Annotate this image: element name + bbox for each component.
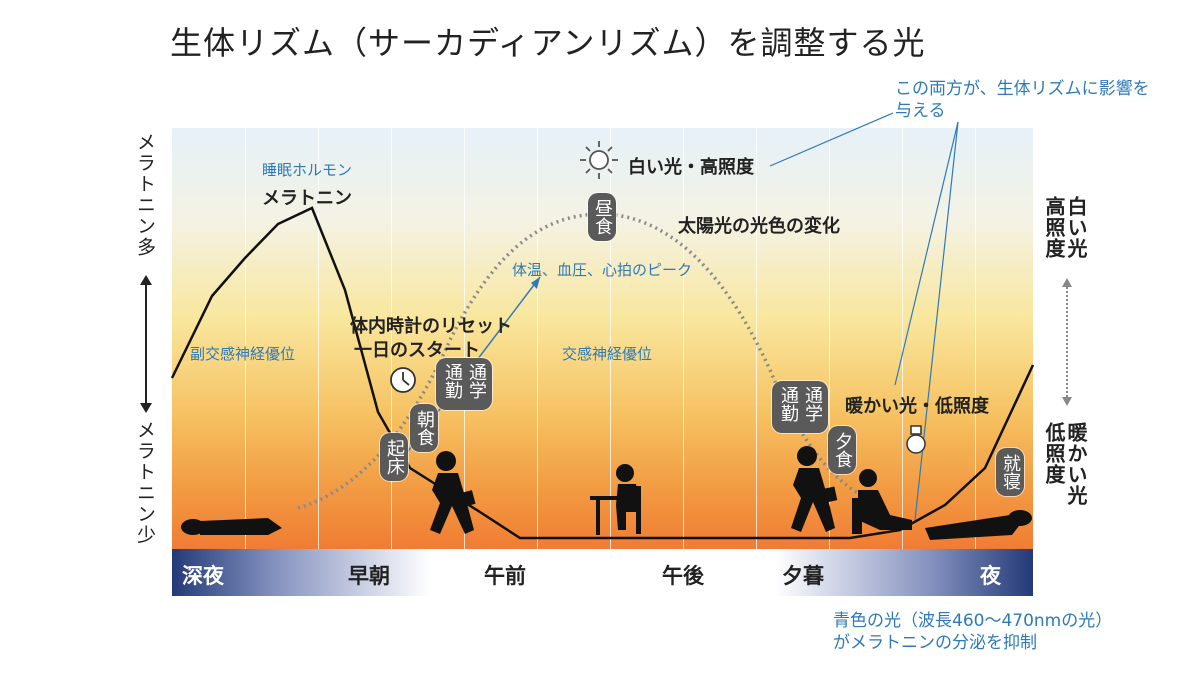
right-label-low-illuminance: 低照度 bbox=[1042, 422, 1066, 485]
melatonin-curve bbox=[170, 206, 1035, 540]
time-morning: 午前 bbox=[484, 564, 526, 588]
sunlight-change-label: 太陽光の光色の変化 bbox=[678, 216, 840, 237]
top-annotation: この両方が、生体リズムに影響を与える bbox=[895, 79, 1150, 121]
activity-commute-pm-a: 通学 bbox=[802, 386, 823, 422]
day-start-label: 一日のスタート bbox=[354, 340, 480, 361]
activity-commute-am-a: 通学 bbox=[466, 363, 487, 399]
walking-person-pm bbox=[791, 446, 838, 532]
walking-person-am bbox=[430, 451, 476, 534]
time-night: 夜 bbox=[980, 564, 1001, 588]
left-axis-arrow bbox=[140, 275, 152, 413]
activity-sleep: 就寝 bbox=[996, 448, 1024, 496]
body-peak-label: 体温、血圧、心拍のピーク bbox=[512, 261, 693, 279]
time-late-night: 深夜 bbox=[182, 564, 224, 588]
activity-lunch: 昼食 bbox=[588, 193, 616, 241]
sun-icon bbox=[580, 141, 618, 179]
clock-icon bbox=[390, 367, 416, 393]
warm-light-label: 暖かい光・低照度 bbox=[845, 396, 989, 417]
page-title: 生体リズム（サーカディアンリズム）を調整する光 bbox=[170, 24, 926, 62]
time-afternoon: 午後 bbox=[662, 564, 704, 588]
top-note-leader-3 bbox=[914, 121, 959, 521]
right-label-warm-light: 暖かい光 bbox=[1064, 422, 1088, 506]
desk-worker bbox=[590, 464, 641, 535]
right-label-high-illuminance: 高照度 bbox=[1042, 196, 1066, 259]
sleeping-person-right bbox=[925, 510, 1032, 540]
white-light-label: 白い光・高照度 bbox=[628, 157, 754, 178]
seated-person bbox=[852, 469, 912, 534]
time-early-morning: 早朝 bbox=[348, 564, 390, 588]
parasympathetic-label: 副交感神経優位 bbox=[190, 345, 296, 363]
right-label-white-light: 白い光 bbox=[1064, 196, 1088, 259]
top-note-leader-2 bbox=[894, 121, 959, 386]
melatonin-low-label: メラトニン少 bbox=[134, 420, 156, 546]
melatonin-label: メラトニン bbox=[262, 188, 352, 209]
time-band: 深夜 早朝 午前 午後 夕暮 夜 bbox=[172, 549, 1033, 596]
light-bulb-icon bbox=[906, 425, 926, 454]
time-dusk: 夕暮 bbox=[782, 564, 824, 588]
reset-label: 体内時計のリセット bbox=[350, 316, 512, 337]
activity-commute-pm-b: 通勤 bbox=[778, 386, 799, 422]
activity-dinner: 夕食 bbox=[828, 426, 856, 474]
activity-wake: 起床 bbox=[380, 433, 408, 481]
sympathetic-label: 交感神経優位 bbox=[562, 345, 653, 363]
sleeping-person-left bbox=[181, 518, 282, 535]
activity-commute-am: 通勤通学 bbox=[436, 358, 492, 410]
melatonin-subtitle: 睡眠ホルモン bbox=[262, 161, 353, 179]
activity-breakfast: 朝食 bbox=[410, 404, 438, 452]
activity-commute-am-b: 通勤 bbox=[442, 363, 463, 399]
activity-commute-pm: 通勤通学 bbox=[772, 381, 828, 433]
top-note-leader-1 bbox=[769, 112, 894, 167]
right-axis-arrow bbox=[1062, 278, 1072, 406]
bottom-annotation: 青色の光（波長460〜470nmの光）がメラトニンの分泌を抑制 bbox=[833, 611, 1113, 653]
melatonin-high-label: メラトニン多 bbox=[134, 132, 156, 258]
